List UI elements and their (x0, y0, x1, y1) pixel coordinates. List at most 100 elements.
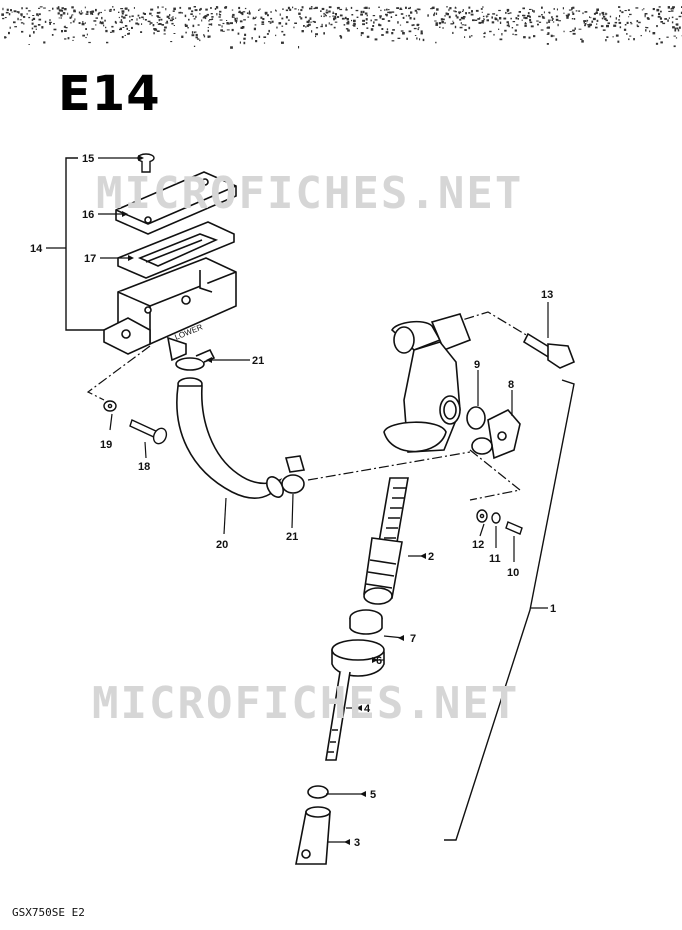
border-speck (72, 39, 74, 41)
border-speck (478, 21, 482, 24)
border-speck (118, 16, 120, 19)
border-speck (416, 11, 418, 14)
border-speck (623, 28, 627, 31)
border-speck (110, 31, 112, 33)
border-speck (129, 20, 131, 23)
border-speck (95, 8, 97, 12)
border-speck (36, 13, 39, 16)
border-speck (80, 10, 82, 12)
border-speck (129, 15, 131, 18)
border-speck (551, 19, 553, 21)
border-speck (240, 12, 244, 14)
border-speck (90, 12, 93, 15)
border-speck (43, 41, 46, 44)
border-speck (605, 39, 607, 42)
border-speck (434, 20, 437, 22)
border-speck (517, 14, 520, 17)
border-speck (674, 29, 677, 32)
border-speck (330, 23, 333, 26)
border-speck (414, 9, 417, 12)
border-speck (459, 26, 463, 29)
border-speck (33, 31, 35, 34)
border-speck (372, 15, 376, 17)
border-speck (524, 22, 526, 24)
border-speck (526, 15, 530, 17)
border-speck (234, 19, 238, 22)
border-speck (509, 12, 512, 14)
border-speck (649, 30, 651, 33)
border-speck (562, 7, 564, 10)
border-speck (287, 6, 290, 10)
border-speck (298, 12, 301, 15)
border-speck (624, 10, 627, 12)
border-speck (586, 19, 588, 23)
border-speck (20, 13, 23, 16)
border-speck (216, 6, 218, 8)
border-speck (629, 13, 632, 16)
border-speck (548, 21, 551, 23)
border-speck (660, 10, 662, 13)
border-speck (275, 10, 277, 12)
border-speck (100, 22, 104, 25)
border-speck (86, 33, 88, 36)
border-speck (626, 33, 628, 35)
border-speck (583, 20, 586, 22)
border-speck (37, 14, 39, 17)
border-speck (587, 24, 590, 26)
border-speck (442, 18, 445, 21)
border-speck (403, 16, 405, 19)
border-speck (566, 16, 569, 19)
border-speck (6, 8, 9, 11)
border-speck (658, 12, 661, 16)
border-speck (666, 36, 669, 38)
border-speck (325, 24, 327, 27)
border-speck (628, 16, 630, 18)
border-speck (298, 46, 300, 49)
border-speck (181, 12, 183, 14)
border-speck (626, 21, 629, 24)
border-speck (188, 18, 190, 21)
border-speck (165, 22, 169, 24)
border-speck (366, 27, 369, 29)
border-speck (168, 17, 171, 20)
border-speck (583, 21, 585, 24)
border-speck (619, 9, 622, 12)
border-speck (89, 11, 92, 13)
border-speck (304, 16, 307, 19)
border-speck (210, 7, 212, 9)
border-speck (270, 11, 272, 13)
border-speck (444, 22, 446, 24)
border-speck (99, 22, 102, 24)
border-speck (600, 25, 604, 28)
border-speck (25, 7, 28, 10)
border-speck (153, 32, 155, 35)
border-speck (252, 18, 255, 20)
border-speck (98, 11, 100, 14)
border-speck (95, 24, 97, 26)
border-speck (32, 15, 35, 16)
border-speck (199, 39, 201, 42)
border-speck (207, 29, 209, 32)
border-speck (557, 23, 559, 27)
part-label: 2 (428, 551, 434, 563)
border-speck (578, 10, 581, 12)
border-speck (521, 19, 523, 21)
border-speck (188, 7, 191, 10)
border-speck (263, 36, 267, 38)
border-speck (486, 19, 489, 22)
border-speck (385, 13, 388, 16)
part-label: 10 (507, 567, 519, 579)
border-speck (244, 33, 247, 36)
border-speck (227, 22, 230, 25)
border-speck (149, 23, 151, 25)
border-speck (253, 17, 256, 19)
border-speck (644, 14, 646, 17)
border-speck (360, 10, 363, 14)
border-speck (184, 14, 187, 18)
border-speck (412, 24, 415, 26)
border-speck (285, 9, 289, 12)
diagram-title: E14 (58, 66, 161, 122)
reservoir-cap-screw (137, 153, 155, 173)
master-cylinder-body (383, 313, 472, 453)
part-label: 4 (364, 703, 371, 715)
